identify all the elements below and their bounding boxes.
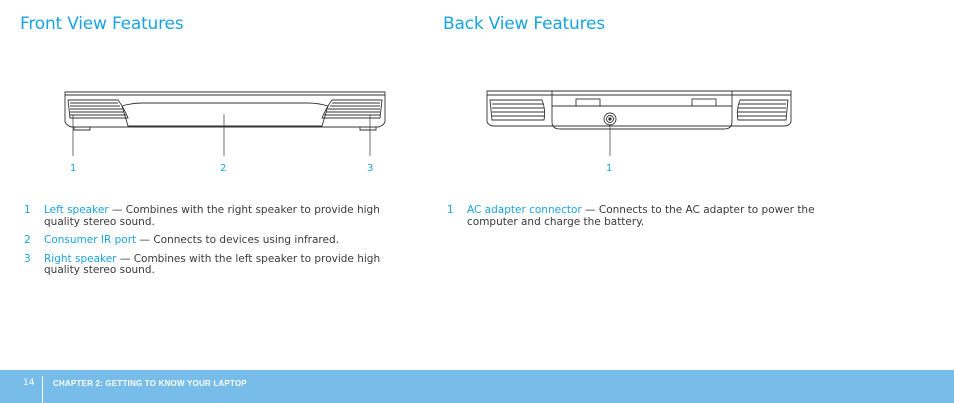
back-features-list: 1 AC adapter connector — Connects to the… <box>447 204 817 235</box>
item-description: — Combines with the right speaker to pro… <box>44 204 380 228</box>
list-item: 1 Left speaker — Combines with the right… <box>24 204 414 228</box>
item-description: — Connects to the AC adapter to power th… <box>467 204 815 228</box>
front-callout-2: 2 <box>220 163 226 174</box>
left-speaker-grille <box>67 99 129 119</box>
back-view-diagram: 1 <box>486 90 792 174</box>
item-number: 2 <box>24 234 31 246</box>
footer-bar: 14 CHAPTER 2: GETTING TO KNOW YOUR LAPTO… <box>0 370 954 403</box>
item-description: — Combines with the left speaker to prov… <box>44 252 381 276</box>
footer-divider <box>42 376 43 403</box>
item-term: Consumer IR port <box>44 234 137 246</box>
list-item: 1 AC adapter connector — Connects to the… <box>447 204 817 228</box>
front-callout-3: 3 <box>367 163 373 174</box>
item-term: Left speaker <box>44 204 109 216</box>
page-number: 14 <box>23 378 35 388</box>
item-number: 3 <box>24 252 31 265</box>
front-center-panel <box>121 102 329 127</box>
item-term: Right speaker <box>44 252 117 265</box>
ac-connector-inner <box>606 115 614 123</box>
front-features-list: 1 Left speaker — Combines with the right… <box>24 204 414 284</box>
right-vent-grille <box>736 99 789 121</box>
item-number: 1 <box>447 204 454 216</box>
right-speaker-grille <box>321 99 383 119</box>
left-vent-grille <box>489 99 546 121</box>
list-item: 2 Consumer IR port — Connects to devices… <box>24 234 414 247</box>
item-description: — Connects to devices using infrared. <box>136 234 339 246</box>
item-number: 1 <box>24 204 31 216</box>
front-body-outline <box>64 91 386 128</box>
chapter-label: CHAPTER 2: GETTING TO KNOW YOUR LAPTOP <box>53 379 247 388</box>
back-body-outline <box>486 90 792 127</box>
back-callout-1: 1 <box>606 163 612 174</box>
front-view-diagram: 1 2 3 <box>64 91 386 174</box>
front-view-title: Front View Features <box>20 14 184 34</box>
list-item: 3 Right speaker — Combines with the left… <box>24 252 414 277</box>
back-center-block <box>551 91 733 130</box>
back-view-title: Back View Features <box>443 14 605 34</box>
item-term: AC adapter connector <box>467 204 582 216</box>
front-callout-1: 1 <box>70 163 76 174</box>
